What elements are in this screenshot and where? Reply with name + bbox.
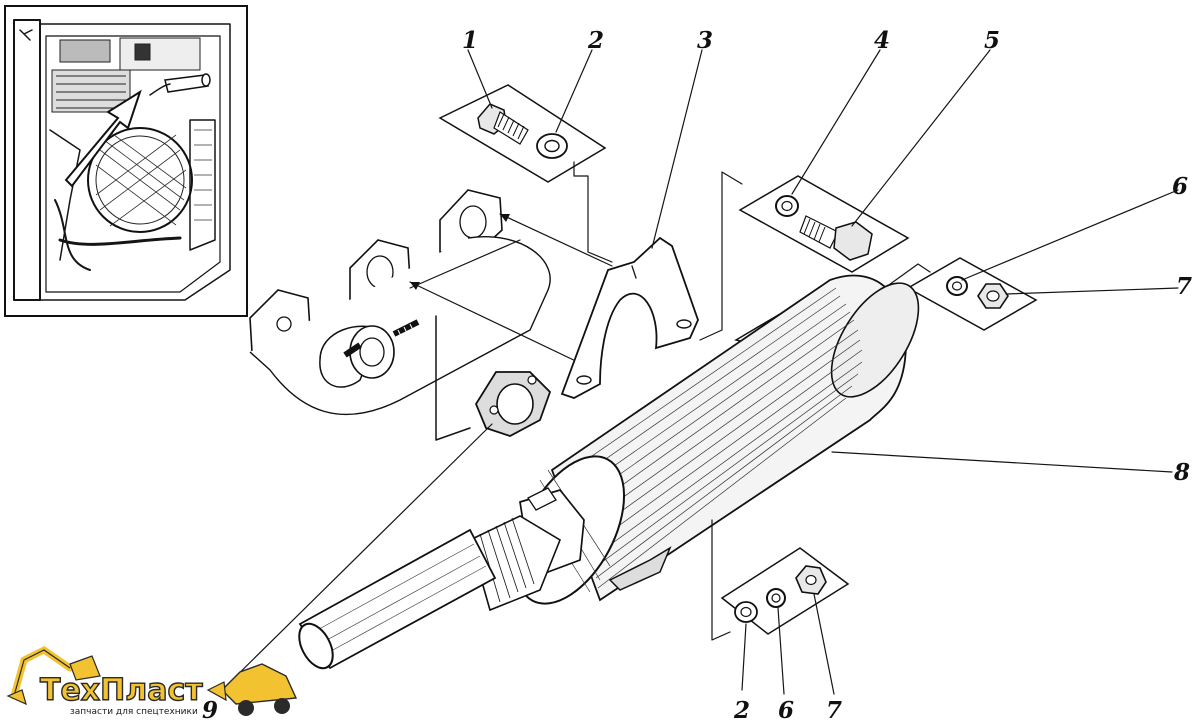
detail-box-lower-fasteners [720,547,850,695]
callout-labels: 1 2 3 4 5 6 7 8 9 2 6 7 [202,27,1192,724]
detail-box-washer-nut [867,189,1179,331]
brand-tagline: запчасти для спецтехники [70,707,198,717]
callout-7-lower: 7 [826,697,842,724]
exhaust-manifold [249,189,613,441]
callout-2: 2 [587,27,604,54]
detail-box-lockwasher-bolt [699,49,991,341]
muffler [298,274,1173,670]
brand-name: ТехПласт [40,673,203,708]
callout-6: 6 [1172,173,1188,200]
callout-6-lower: 6 [778,697,794,724]
callout-9: 9 [202,697,218,724]
callout-4: 4 [874,27,890,54]
callout-5: 5 [984,27,1000,54]
callout-3: 3 [697,27,713,54]
callout-2-lower: 2 [733,697,750,724]
muffler-bracket [560,49,703,399]
flange-gasket [217,371,552,695]
inset-location-view [4,5,248,317]
callout-7: 7 [1176,273,1192,300]
brand-logo: ТехПласт запчасти для спецтехники [6,645,298,717]
callout-8: 8 [1173,459,1190,486]
callout-1: 1 [462,27,478,54]
detail-box-bolt-washer [438,49,613,263]
